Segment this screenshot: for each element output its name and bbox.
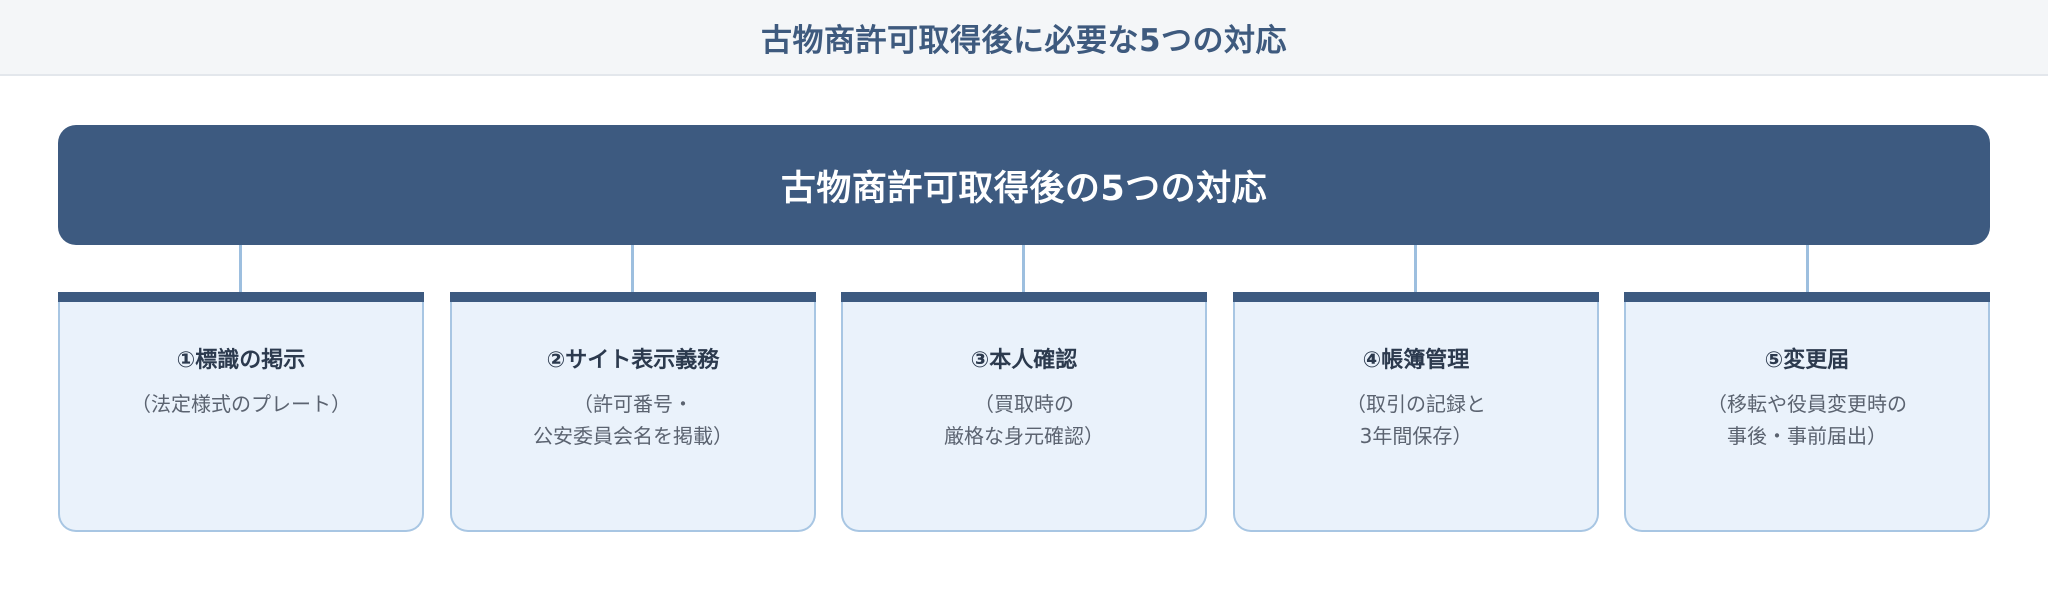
header-bar: 古物商許可取得後に必要な5つの対応 [0, 0, 2048, 76]
card-top-bar [58, 292, 424, 302]
card-top-bar [1624, 292, 1990, 302]
page-title: 古物商許可取得後に必要な5つの対応 [760, 22, 1288, 59]
card-sign-display: ①標識の掲示 （法定様式のプレート） [58, 292, 424, 532]
card-title: ②サイト表示義務 [546, 348, 720, 373]
connector-5 [1806, 245, 1809, 292]
card-top-bar [450, 292, 816, 302]
root-node: 古物商許可取得後の5つの対応 [58, 125, 1990, 245]
card-top-bar [841, 292, 1207, 302]
card-title: ③本人確認 [970, 348, 1078, 373]
card-title: ⑤変更届 [1764, 348, 1850, 373]
card-title: ①標識の掲示 [176, 348, 306, 373]
card-identity-check: ③本人確認 （買取時の 厳格な身元確認） [841, 292, 1207, 532]
card-description: （移転や役員変更時の 事後・事前届出） [1707, 392, 1907, 448]
card-description: （法定様式のプレート） [131, 392, 351, 416]
card-ledger-management: ④帳簿管理 （取引の記録と 3年間保存） [1233, 292, 1599, 532]
card-title: ④帳簿管理 [1362, 348, 1470, 373]
card-change-notification: ⑤変更届 （移転や役員変更時の 事後・事前届出） [1624, 292, 1990, 532]
card-description: （許可番号・ 公安委員会名を掲載） [533, 392, 733, 448]
card-top-bar [1233, 292, 1599, 302]
card-description: （買取時の 厳格な身元確認） [944, 392, 1104, 448]
connector-1 [239, 245, 242, 292]
connector-3 [1022, 245, 1025, 292]
connector-2 [631, 245, 634, 292]
card-site-display: ②サイト表示義務 （許可番号・ 公安委員会名を掲載） [450, 292, 816, 532]
root-node-label: 古物商許可取得後の5つの対応 [780, 168, 1268, 209]
card-description: （取引の記録と 3年間保存） [1346, 392, 1486, 448]
connector-4 [1414, 245, 1417, 292]
